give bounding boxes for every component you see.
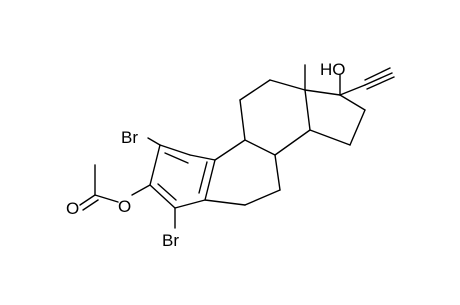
bond-c10-c1 [189,154,216,161]
bond-c2-c3 [149,144,161,186]
bond-c9-c11 [239,99,246,141]
bond-c13-c14 [304,89,311,131]
bond-c3-o [131,184,151,196]
bond-c11-c12 [239,79,271,101]
atom-label-br-top: Br [121,128,138,147]
bond-c1-c2-inner [164,152,189,164]
bond-c3-c4-inner [157,183,177,201]
bond-c8-c7 [274,154,281,191]
bond-c3-c4 [149,184,176,209]
bond-ethynyl-2 [364,67,391,81]
bond-c6-c5 [204,199,246,206]
bond-c1-c2 [159,144,191,156]
bond-c12-c13 [269,79,306,91]
bond-c9-c8 [244,139,276,156]
ring-d-bonds [304,89,366,146]
bond-carbonyl-double-1 [79,194,96,206]
bond-c14-c8 [274,129,311,156]
bond-c7-c6 [244,189,281,206]
bond-c16-c15 [349,109,366,146]
bond-c5-c10-inner [198,161,208,194]
bond-ethynyl-1 [364,72,393,86]
bond-c10-c9 [214,139,246,161]
ring-c-bonds [239,79,311,156]
substituent-bonds [79,64,395,229]
atom-label-ester-oxygen: O [118,197,131,216]
bond-carbonyl-double-2 [82,199,99,211]
bond-o-carbonyl-c [94,194,119,203]
bond-c2-br [147,137,161,146]
ring-a-bonds [149,144,216,209]
bond-c4-c5 [174,199,206,209]
bond-c5-c10 [204,159,216,201]
ring-b-bonds [204,139,281,206]
bond-c13-c17 [304,89,341,96]
atom-label-br-bottom: Br [162,231,179,250]
atom-label-carbonyl-oxygen: O [66,199,79,218]
bond-ethynyl-3 [366,76,395,90]
bond-c17-ethynyl [339,84,366,96]
bond-c17-c16 [339,94,366,111]
bond-c15-c14 [309,129,351,146]
atom-label-oh: HO [320,60,346,79]
